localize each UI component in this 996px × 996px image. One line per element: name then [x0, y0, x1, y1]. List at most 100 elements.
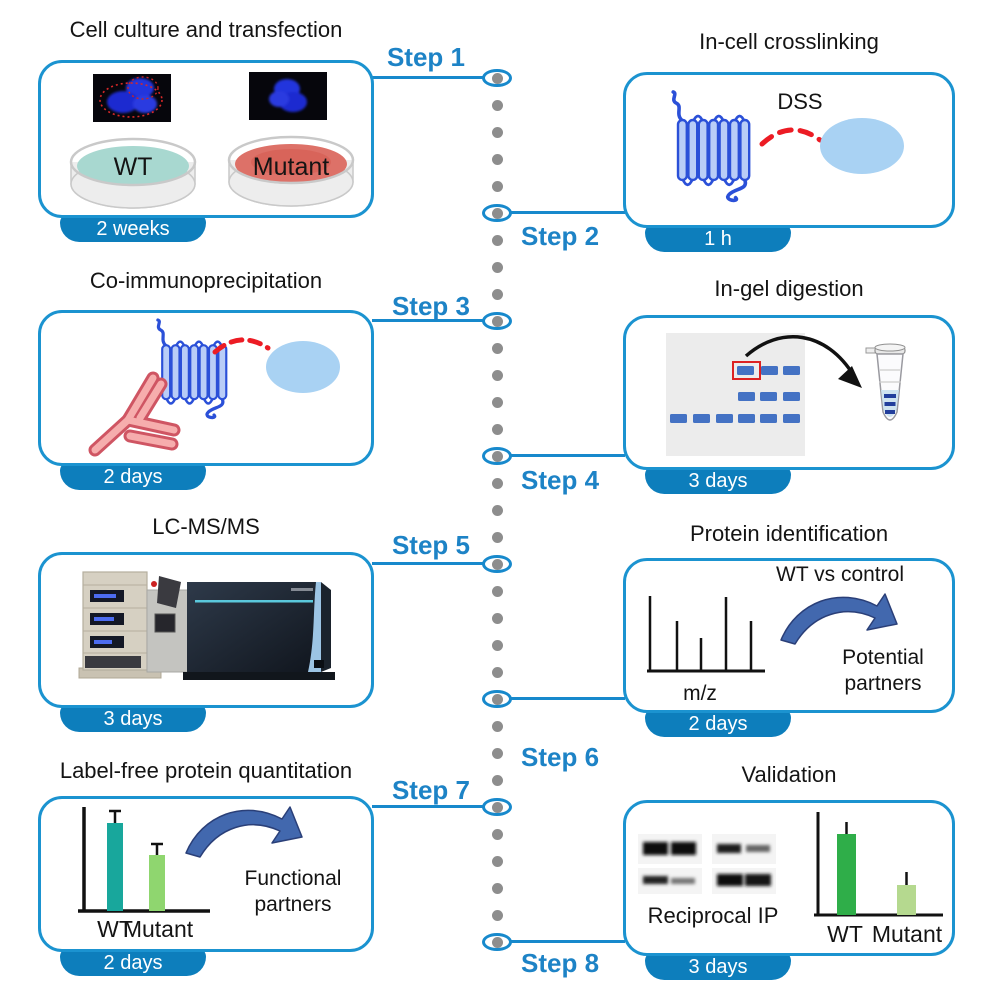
title-coip: Co-immunoprecipitation: [89, 268, 323, 293]
timeline-dot: [491, 180, 503, 192]
timeline-dot: [491, 153, 503, 165]
western-blot-image: [638, 834, 776, 894]
transfer-arrowhead: [838, 366, 862, 388]
timeline-dot: [491, 126, 503, 138]
step-3-label: Step 3: [391, 291, 470, 321]
timeline-dot: [491, 855, 503, 867]
petri-dish-mutant: [227, 135, 355, 207]
timeline-dot: [491, 585, 503, 597]
connector-step6: [511, 697, 625, 700]
duration-badge-step3: 2 days: [60, 462, 206, 490]
duration-badge-step5: 3 days: [60, 704, 206, 732]
title-lcmsms: LC-MS/MS: [152, 514, 260, 539]
coip-illustration: [88, 318, 340, 457]
connector-step2: [511, 211, 625, 214]
timeline-dot: [491, 828, 503, 840]
timeline-dot: [491, 909, 503, 921]
timeline-dot: [491, 99, 503, 111]
crosslinking-illustration: [671, 90, 904, 203]
duration-badge-step1: 2 weeks: [60, 214, 206, 242]
timeline-dot: [491, 369, 503, 381]
reciprocal-ip-label: Reciprocal IP: [647, 903, 779, 928]
title-validation: Validation: [741, 762, 837, 787]
duration-badge-step2: 1 h: [645, 224, 791, 252]
connector-step3: [372, 319, 483, 322]
quant-x-label-wt: WT: [97, 916, 133, 942]
transfer-arrow-icon: [744, 335, 856, 377]
quant-x-label-mutant: Mutant: [122, 916, 194, 942]
dish-label-wt: WT: [113, 153, 153, 181]
quantitation-bar-chart: [78, 807, 210, 913]
timeline-dot: [491, 720, 503, 732]
curved-arrow-icon: [185, 806, 303, 858]
connector-step4: [511, 454, 625, 457]
crosslinker-label: DSS: [777, 89, 823, 114]
gel-illustration: [666, 333, 805, 456]
timeline-dot: [491, 477, 503, 489]
mass-spectrometer-image: [78, 571, 335, 680]
timeline-dot: [491, 531, 503, 543]
timeline-dot: [491, 234, 503, 246]
timeline-node-ring: [482, 690, 512, 708]
antibody-icon: [88, 371, 181, 457]
timeline-dot: [491, 423, 503, 435]
timeline-node-ring: [482, 204, 512, 222]
title-crosslinking: In-cell crosslinking: [699, 29, 879, 54]
functional-partners-label: Functional partners: [244, 867, 342, 917]
step-4-label: Step 4: [521, 465, 600, 495]
step-5-label: Step 5: [391, 530, 470, 560]
dish-label-mutant: Mutant: [252, 153, 330, 181]
timeline-dot: [491, 882, 503, 894]
timeline-dot: [491, 612, 503, 624]
timeline-dot: [491, 747, 503, 759]
step-8-label: Step 8: [521, 948, 600, 978]
tube-icon: [865, 343, 906, 421]
duration-badge-step7: 2 days: [60, 948, 206, 976]
partner-protein-ellipse: [266, 341, 340, 393]
title-protein-id: Protein identification: [689, 521, 889, 546]
lc-displays: [90, 590, 124, 648]
duration-badge-step4: 3 days: [645, 466, 791, 494]
timeline-node-ring: [482, 798, 512, 816]
timeline-node-ring: [482, 69, 512, 87]
receptor-icon: [156, 318, 228, 420]
step-7-label: Step 7: [391, 775, 470, 805]
step-2-label: Step 2: [521, 221, 600, 251]
step-6-label: Step 6: [521, 742, 600, 772]
validation-x-label-wt: WT: [827, 921, 863, 947]
timeline-node-ring: [482, 933, 512, 951]
mass-spectrum: [647, 596, 765, 673]
timeline-dot: [491, 261, 503, 273]
receptor-icon: [671, 90, 751, 203]
micrograph-mutant-image: [249, 72, 327, 120]
timeline-dot: [491, 666, 503, 678]
validation-bar-chart: [814, 812, 943, 917]
step-1-label: Step 1: [386, 42, 465, 72]
title-quantitation: Label-free protein quantitation: [59, 758, 353, 783]
timeline-dot: [491, 288, 503, 300]
timeline-dot: [491, 639, 503, 651]
ingel-illustration: [666, 333, 906, 456]
petri-dish-wt: [69, 137, 197, 209]
crosslink-dashes: [212, 337, 271, 355]
timeline-dot: [491, 774, 503, 786]
title-ingel: In-gel digestion: [714, 276, 864, 301]
timeline-node-ring: [482, 555, 512, 573]
potential-partners-label: Potential partners: [842, 646, 924, 696]
excised-band-box: [732, 361, 761, 380]
micrograph-wt-image: [93, 74, 171, 122]
duration-badge-step6: 2 days: [645, 709, 791, 737]
title-cell-culture: Cell culture and transfection: [69, 17, 343, 42]
partner-protein-ellipse: [820, 118, 904, 174]
connector-step7: [372, 805, 483, 808]
validation-x-label-mutant: Mutant: [871, 921, 943, 947]
mz-axis-label: m/z: [683, 682, 717, 705]
duration-badge-step8: 3 days: [645, 952, 791, 980]
comparison-label: WT vs control: [776, 563, 904, 586]
connector-step8: [511, 940, 625, 943]
timeline-dot: [491, 396, 503, 408]
connector-step5: [372, 562, 483, 565]
timeline-node-ring: [482, 447, 512, 465]
timeline-node-ring: [482, 312, 512, 330]
